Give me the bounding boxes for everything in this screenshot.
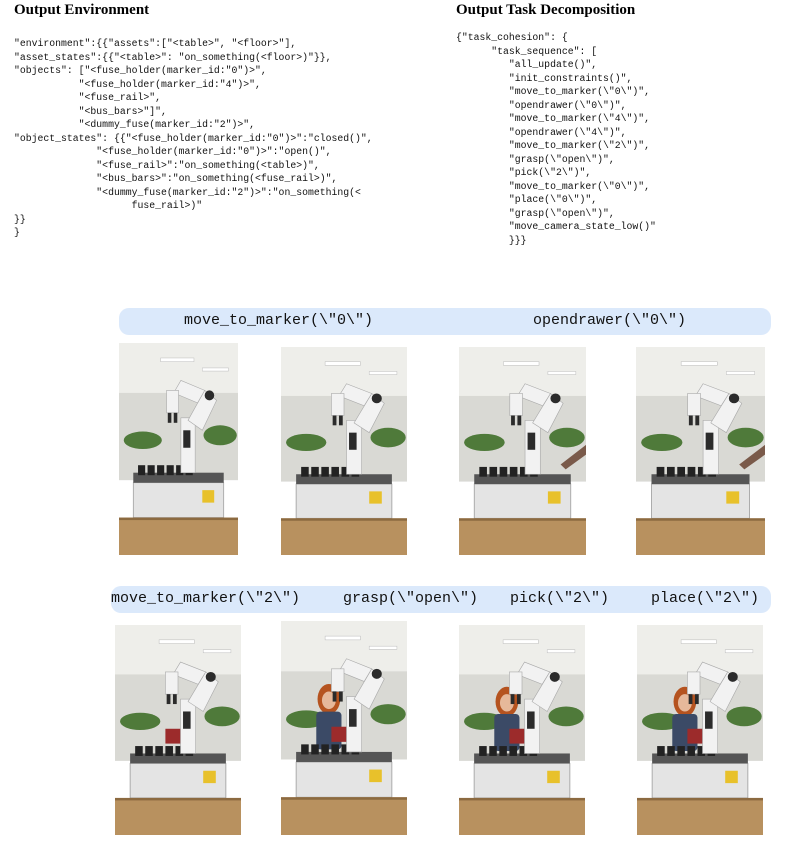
robot-scene-illustration	[636, 347, 765, 555]
step-label-place-2: place(\"2\")	[651, 590, 760, 607]
step-label-grasp-open: grasp(\"open\")	[343, 590, 479, 607]
step-label-move-to-marker-2: move_to_marker(\"2\")	[111, 590, 301, 607]
step-label-band-row-1	[119, 308, 771, 335]
environment-heading: Output Environment	[14, 2, 150, 18]
robot-scene-illustration	[281, 621, 407, 835]
environment-code-block: "environment":{{"assets":["<table>", "<f…	[14, 38, 373, 238]
photo-robot-grasp-open	[281, 621, 407, 835]
robot-scene-illustration	[115, 625, 241, 835]
photo-robot-pick-fuse-2	[459, 625, 585, 835]
step-label-band-row-2	[111, 586, 771, 613]
photo-robot-approach-drawer-0	[281, 347, 407, 555]
robot-scene-illustration	[281, 347, 407, 555]
step-label-opendrawer-0: opendrawer(\"0\")	[533, 312, 687, 329]
step-label-move-to-marker-0: move_to_marker(\"0\")	[184, 312, 374, 329]
task-sequence-code-block: {"task_cohesion": { "task_sequence": [ "…	[456, 32, 656, 246]
photo-robot-place-fuse-2	[637, 625, 763, 835]
photo-robot-move-to-marker-2	[115, 625, 241, 835]
robot-scene-illustration	[459, 347, 586, 555]
robot-scene-illustration	[119, 343, 238, 555]
photo-robot-drawer-opened-0	[636, 347, 765, 555]
photo-robot-open-drawer-0	[459, 347, 586, 555]
task-decomposition-heading: Output Task Decomposition	[456, 2, 636, 18]
photo-robot-move-to-marker-0	[119, 343, 238, 555]
step-label-pick-2: pick(\"2\")	[510, 590, 610, 607]
robot-scene-illustration	[637, 625, 763, 835]
robot-scene-illustration	[459, 625, 585, 835]
